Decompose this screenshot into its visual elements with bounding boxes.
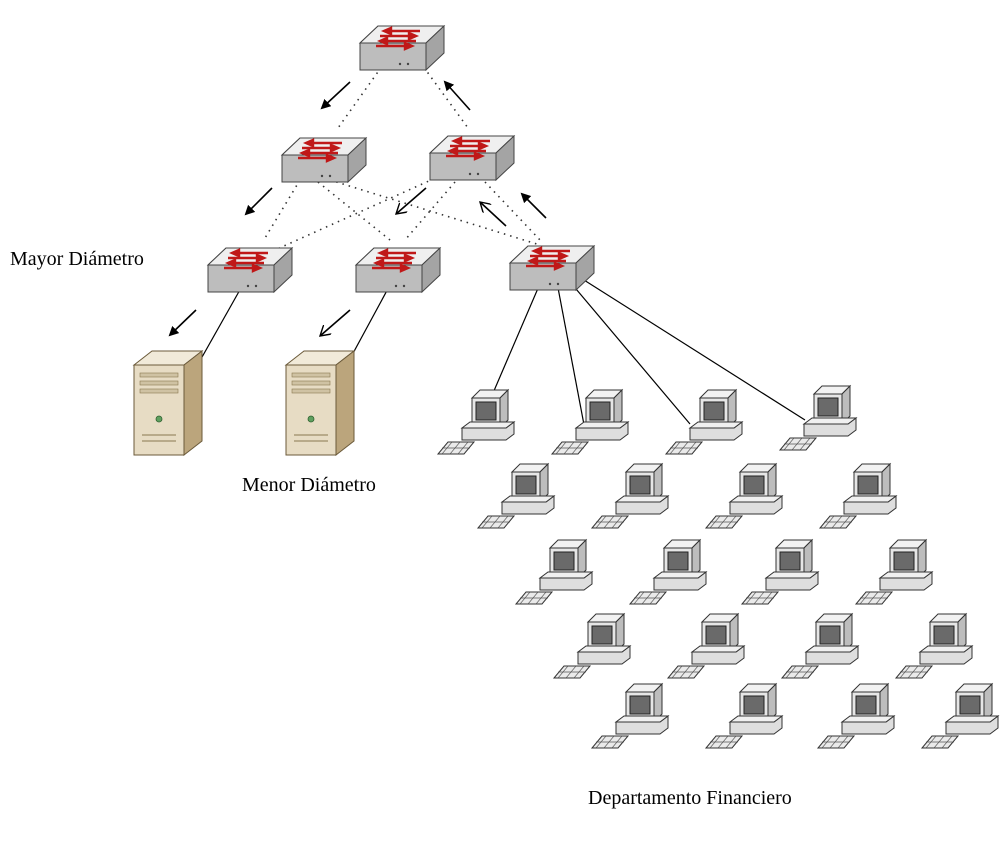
workstation-icon — [667, 613, 745, 679]
workstation-icon — [921, 683, 999, 749]
switch-access-center-icon — [354, 246, 442, 294]
workstation-icon — [855, 539, 933, 605]
link-midleft-right — [329, 179, 541, 246]
workstation-icon — [665, 389, 743, 455]
switch-links — [264, 61, 541, 251]
link-switch-pc-2 — [554, 271, 586, 431]
workstation-icon — [705, 683, 783, 749]
arrow-up-1 — [443, 80, 471, 111]
servers — [133, 350, 355, 456]
workstation-icon — [741, 539, 819, 605]
workstation-icon — [779, 385, 857, 451]
arrow-down-2 — [244, 187, 273, 216]
workstation-icon — [895, 613, 973, 679]
switch-mid-left-icon — [280, 136, 368, 184]
workstation-icon — [591, 683, 669, 749]
workstation-icon — [781, 613, 859, 679]
workstation-icon — [705, 463, 783, 529]
link-switch-pc-4 — [564, 267, 806, 421]
switch-access-left-icon — [206, 246, 294, 294]
workstation-icon — [477, 463, 555, 529]
switch-access-right-icon — [508, 244, 596, 292]
workstation-icon — [629, 539, 707, 605]
workstation-icon — [515, 539, 593, 605]
arrow-up-2 — [520, 192, 547, 219]
workstation-icon — [819, 463, 897, 529]
link-switch-pc-3 — [559, 269, 691, 425]
workstation-icon — [553, 613, 631, 679]
label-departamento-financiero: Departamento Financiero — [588, 787, 792, 809]
workstation-icon — [591, 463, 669, 529]
link-midleft-farleft — [264, 179, 301, 239]
arrow-down-open-2 — [320, 309, 351, 336]
workstation-icon — [817, 683, 895, 749]
server-right-icon — [285, 350, 355, 456]
workstation-icon — [437, 389, 515, 455]
label-mayor-diametro: Mayor Diámetro — [10, 248, 144, 270]
link-top-right — [419, 61, 469, 129]
arrow-down-open-1 — [396, 187, 427, 214]
workstations — [437, 385, 999, 749]
switch-root-icon — [358, 24, 446, 72]
link-midleft-center — [317, 181, 391, 241]
switches — [206, 24, 596, 294]
arrow-down-1 — [320, 81, 351, 110]
switch-mid-right-icon — [428, 134, 516, 182]
traffic-arrows — [168, 80, 547, 337]
link-midright-farleft — [274, 175, 441, 251]
label-menor-diametro: Menor Diámetro — [242, 474, 376, 496]
server-left-icon — [133, 350, 203, 456]
link-midright-right — [484, 181, 541, 241]
workstation-icon — [551, 389, 629, 455]
arrow-up-open-1 — [480, 202, 507, 227]
arrow-down-3 — [168, 309, 197, 337]
link-top-left — [337, 61, 386, 129]
